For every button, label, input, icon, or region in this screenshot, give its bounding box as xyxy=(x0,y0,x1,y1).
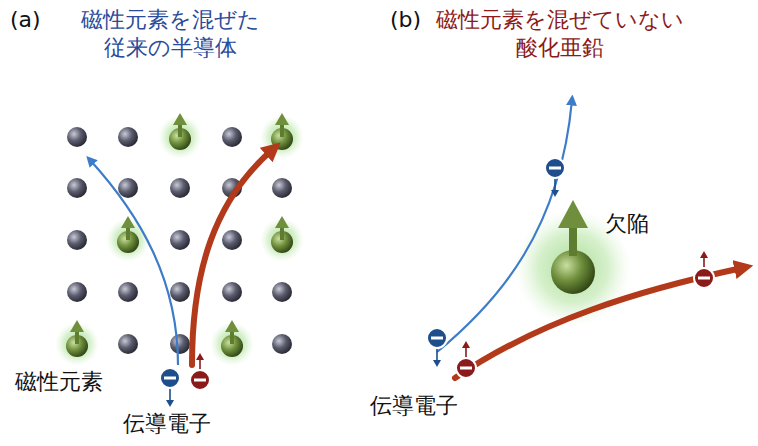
lattice-atom xyxy=(222,127,242,147)
electron-path-blue xyxy=(90,160,178,365)
panel-letter: (b) xyxy=(390,6,421,34)
electron-spin-up xyxy=(694,251,714,288)
lattice-atom xyxy=(272,178,292,198)
electron-path-red xyxy=(192,150,272,365)
lattice-atom xyxy=(118,334,138,354)
electron-path-red xyxy=(455,268,742,378)
panel-heading: 磁性元素を混ぜた 従来の半導体 xyxy=(65,6,275,61)
electron-spin-up xyxy=(456,341,476,378)
lattice-atom xyxy=(67,282,87,302)
lattice-atom xyxy=(170,282,190,302)
electron-spin-up xyxy=(190,353,210,390)
defect-label: 欠陥 xyxy=(605,210,649,238)
magnetic-atoms xyxy=(55,113,304,366)
lattice-atom xyxy=(272,282,292,302)
lattice-atom xyxy=(118,127,138,147)
electron-spin-down xyxy=(160,368,180,407)
lattice-atom xyxy=(67,230,87,250)
conduction-electron-label: 伝導電子 xyxy=(370,392,458,420)
lattice-atom xyxy=(222,230,242,250)
electron-spin-down xyxy=(427,328,447,367)
lattice-atom xyxy=(222,282,242,302)
lattice-atom xyxy=(118,282,138,302)
lattice-atom xyxy=(118,178,138,198)
lattice-atom xyxy=(272,334,292,354)
lattice-atom xyxy=(67,178,87,198)
lattice-atom xyxy=(170,178,190,198)
conduction-electron-label: 伝導電子 xyxy=(123,410,211,438)
panel-heading: 磁性元素を混ぜていない 酸化亜鉛 xyxy=(410,6,710,61)
magnetic-element-label: 磁性元素 xyxy=(15,368,103,396)
panel-letter: (a) xyxy=(10,6,41,34)
electron-spin-down xyxy=(545,158,565,197)
lattice-atom xyxy=(170,230,190,250)
lattice-atom xyxy=(170,334,190,354)
lattice-atom xyxy=(67,127,87,147)
electron-path-blue xyxy=(437,100,572,352)
